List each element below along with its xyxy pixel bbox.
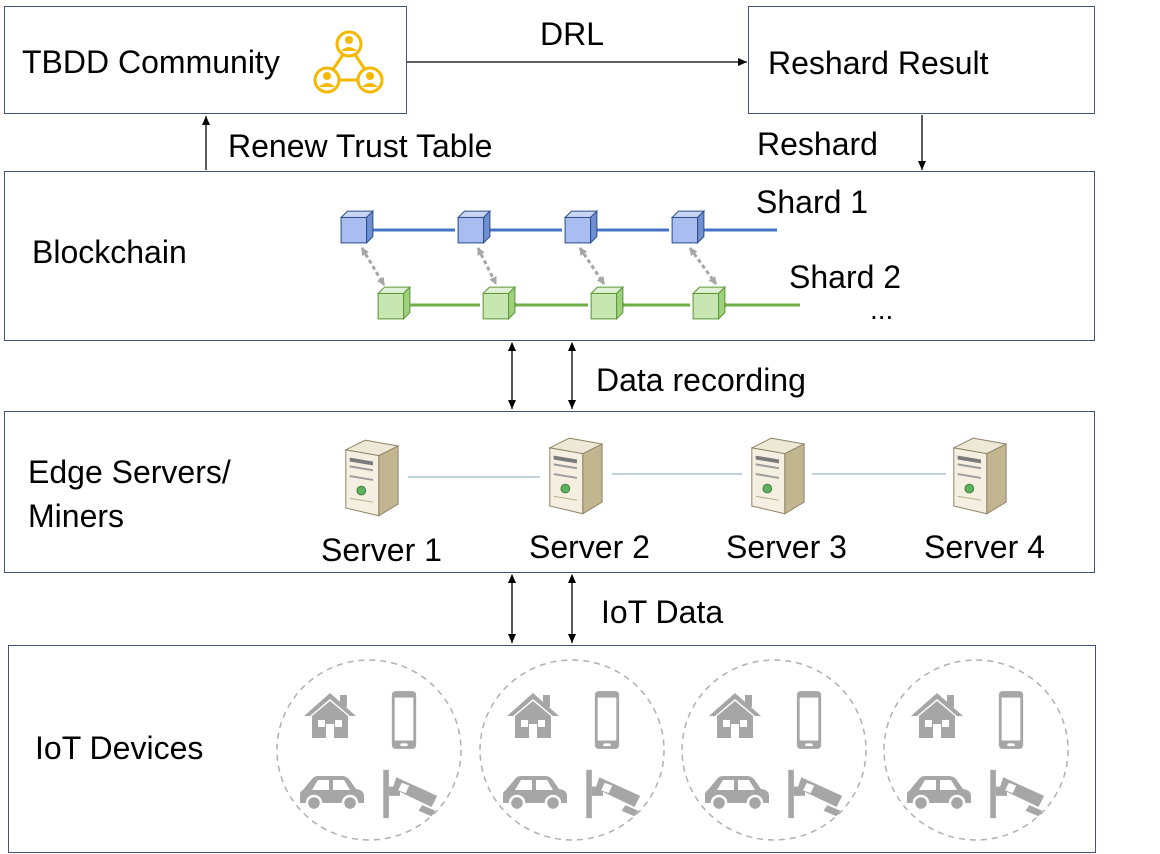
camera-icon [990, 769, 1045, 819]
cross-shard-links [360, 247, 718, 286]
server-icon [953, 437, 1007, 515]
shard-1-chain [340, 210, 777, 244]
house-icon [709, 693, 761, 738]
car-icon [905, 774, 973, 811]
server-icon [345, 439, 399, 517]
server-2-label: Server 2 [529, 529, 650, 565]
server-icon [549, 437, 603, 515]
reshard-label: Reshard [757, 126, 878, 162]
block-icon [671, 210, 705, 244]
iot-device-group-3 [681, 659, 867, 841]
block-icon [457, 210, 491, 244]
block-icon [482, 286, 516, 320]
server-icon [751, 437, 805, 515]
car-icon [298, 774, 366, 811]
server-links [408, 473, 946, 478]
reshard-result-label: Reshard Result [768, 45, 989, 81]
house-icon [304, 693, 356, 738]
block-icon [692, 286, 726, 320]
blockchain-box [4, 171, 1095, 341]
phone-icon [998, 691, 1024, 749]
block-icon [340, 210, 374, 244]
camera-icon [788, 769, 843, 819]
car-icon [501, 774, 569, 811]
house-icon [911, 693, 963, 738]
data-recording-label: Data recording [596, 362, 806, 398]
iot-devices-title: IoT Devices [35, 730, 204, 766]
camera-icon [586, 769, 641, 819]
shard-2-chain [377, 286, 800, 320]
house-icon [507, 693, 559, 738]
edge-servers-title: Edge Servers/ [28, 454, 231, 490]
camera-icon [383, 769, 438, 819]
drl-label: DRL [540, 16, 605, 52]
iot-device-group-4 [883, 659, 1069, 841]
server-1-label: Server 1 [321, 532, 442, 568]
reshard-result-box [748, 6, 1095, 114]
blockchain-title: Blockchain [32, 234, 187, 270]
tbdd-community-label: TBDD Community [22, 44, 280, 80]
edge-servers-title-line2: Miners [28, 498, 125, 534]
iot-data-label: IoT Data [601, 594, 724, 630]
block-icon [590, 286, 624, 320]
renew-trust-table-label: Renew Trust Table [228, 128, 493, 164]
phone-icon [391, 691, 417, 749]
community-icon [313, 30, 384, 94]
phone-icon [796, 691, 822, 749]
server-3-label: Server 3 [726, 529, 847, 565]
phone-icon [594, 691, 620, 749]
more-shards-label: ... [870, 294, 894, 325]
block-icon [564, 210, 598, 244]
iot-devices-box [8, 645, 1096, 853]
shard-1-label: Shard 1 [756, 184, 869, 220]
iot-device-group-2 [479, 659, 665, 841]
iot-device-group-1 [276, 659, 462, 841]
shard-2-label: Shard 2 [789, 259, 902, 295]
car-icon [703, 774, 771, 811]
server-4-label: Server 4 [924, 529, 1045, 565]
block-icon [377, 286, 411, 320]
